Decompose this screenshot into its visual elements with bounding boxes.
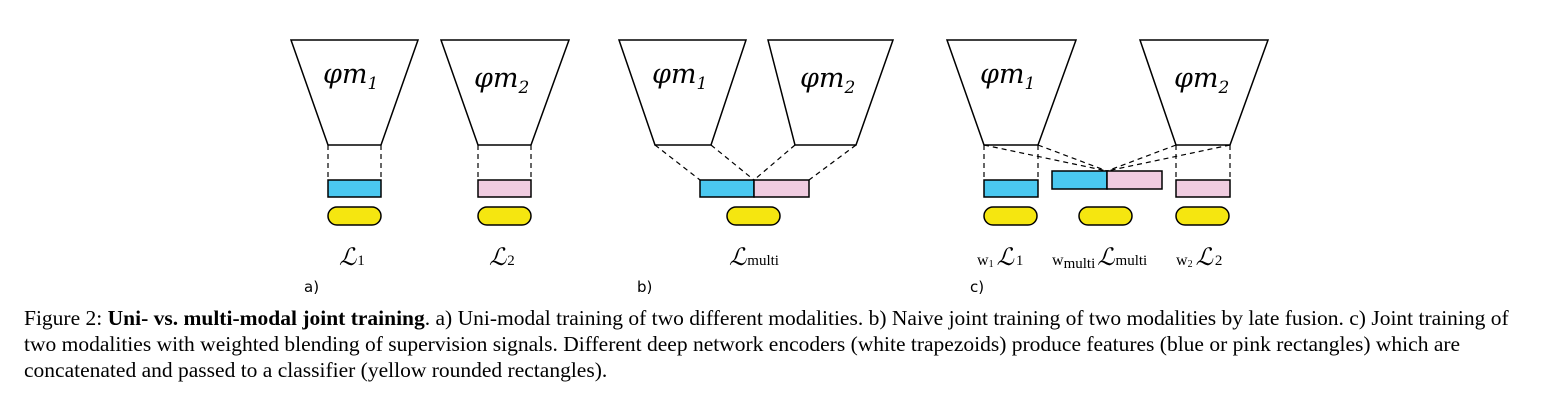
classifier-m1 <box>327 206 382 226</box>
caption-body: . a) Uni-modal training of two different… <box>24 306 1509 382</box>
caption-prefix: Figure 2: <box>24 306 108 330</box>
classifier-multi <box>1078 206 1133 226</box>
encoder-m1-trapezoid <box>289 39 420 146</box>
projection-line <box>654 144 701 181</box>
feature-m1-rect <box>983 179 1039 198</box>
encoder-m1-label: φm1 <box>980 59 1035 94</box>
feature-m2-rect <box>477 179 532 198</box>
feature-m1-rect <box>699 179 755 198</box>
feature-m2-rect <box>753 179 810 198</box>
classifier-m2 <box>477 206 532 226</box>
encoder-m1-trapezoid <box>945 39 1078 146</box>
projection-line <box>710 144 755 181</box>
projection-line <box>753 144 796 181</box>
training-diagram: φm1 φm2 ℒ1 ℒ2 a) φm1 φm2 <box>289 39 1270 296</box>
panel-a-label: a) <box>304 278 319 296</box>
panel-b-label: b) <box>637 278 652 296</box>
panel-c-label: c) <box>970 278 984 296</box>
encoder-m2-label: φm2 <box>1174 63 1229 98</box>
weighted-loss-multi-label: wmultiℒmulti <box>1052 243 1147 272</box>
classifier-m1 <box>983 206 1038 226</box>
projection-line <box>983 144 1108 172</box>
encoder-m2-label: φm2 <box>800 63 855 98</box>
projection-line <box>1037 144 1108 172</box>
fused-feature-m1-rect <box>1051 170 1108 190</box>
projection-line <box>1106 144 1231 172</box>
fused-feature-m2-rect <box>1106 170 1163 190</box>
projection-line <box>1106 144 1177 172</box>
caption-title: Uni- vs. multi-modal joint training <box>107 306 425 330</box>
encoder-m1-label: φm1 <box>323 59 378 94</box>
figure-caption: Figure 2: Uni- vs. multi-modal joint tra… <box>24 305 1529 383</box>
loss-1-label: ℒ1 <box>339 243 365 271</box>
feature-m1-rect <box>327 179 382 198</box>
projection-line <box>808 144 857 181</box>
panel-b: φm1 φm2 ℒmulti b) <box>617 39 895 296</box>
classifier-m2 <box>1175 206 1230 226</box>
classifier-multi <box>726 206 781 226</box>
loss-multi-label: ℒmulti <box>729 243 779 271</box>
encoder-m2-label: φm2 <box>474 63 529 98</box>
encoder-m1-trapezoid <box>617 39 748 146</box>
panel-a: φm1 φm2 ℒ1 ℒ2 a) <box>289 39 571 296</box>
loss-2-label: ℒ2 <box>489 243 515 271</box>
encoder-m1-label: φm1 <box>652 59 707 94</box>
feature-m2-rect <box>1175 179 1231 198</box>
